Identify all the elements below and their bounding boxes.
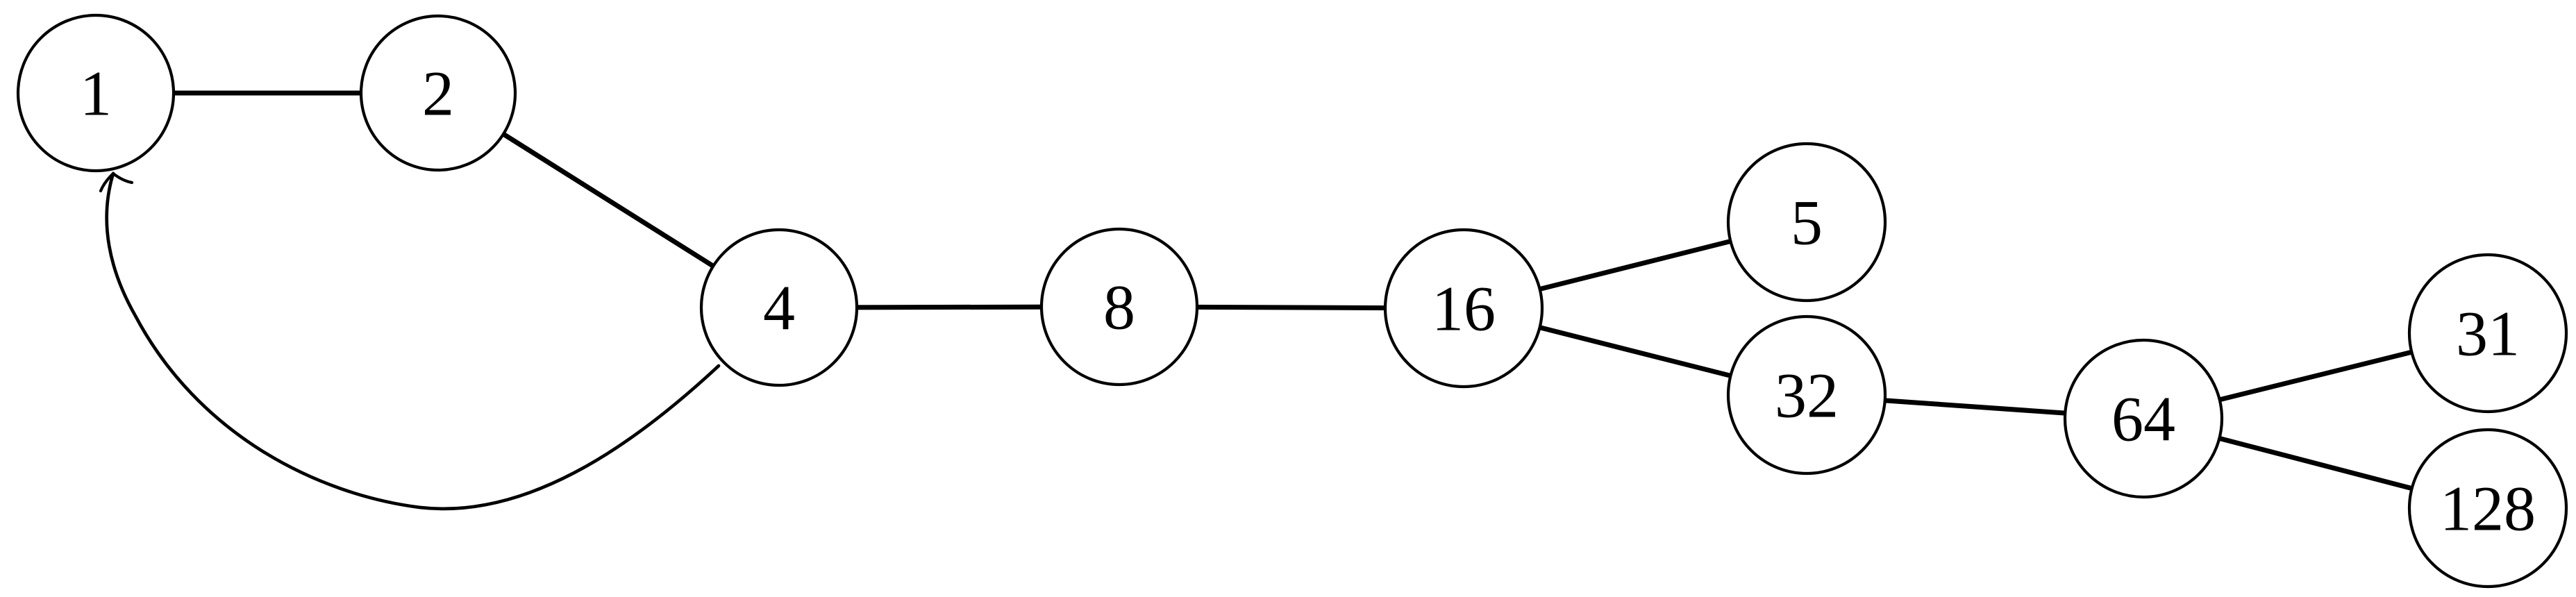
node-label-31: 31 (2456, 298, 2520, 369)
graph-node-1 (16, 13, 176, 173)
graph-node-4 (699, 228, 859, 387)
graph-node-64 (2063, 338, 2224, 499)
node-label-5: 5 (1791, 187, 1823, 258)
graph-node-16 (1383, 228, 1544, 389)
node-label-64: 64 (2111, 383, 2175, 454)
graph-node-128 (2407, 428, 2568, 589)
node-label-8: 8 (1103, 271, 1135, 342)
node-label-1: 1 (80, 58, 112, 128)
arrowhead-icon (99, 171, 134, 193)
graph-node-5 (1726, 142, 1887, 303)
node-label-32: 32 (1775, 360, 1839, 430)
graph-node-8 (1039, 227, 1199, 387)
graph-node-2 (359, 14, 517, 172)
curved-edge-4-1 (105, 171, 721, 511)
graph-node-31 (2407, 253, 2568, 414)
node-label-128: 128 (2440, 473, 2536, 544)
graph-node-32 (1726, 314, 1887, 476)
node-label-2: 2 (422, 58, 454, 128)
node-label-4: 4 (763, 272, 795, 343)
node-label-16: 16 (1432, 273, 1496, 344)
